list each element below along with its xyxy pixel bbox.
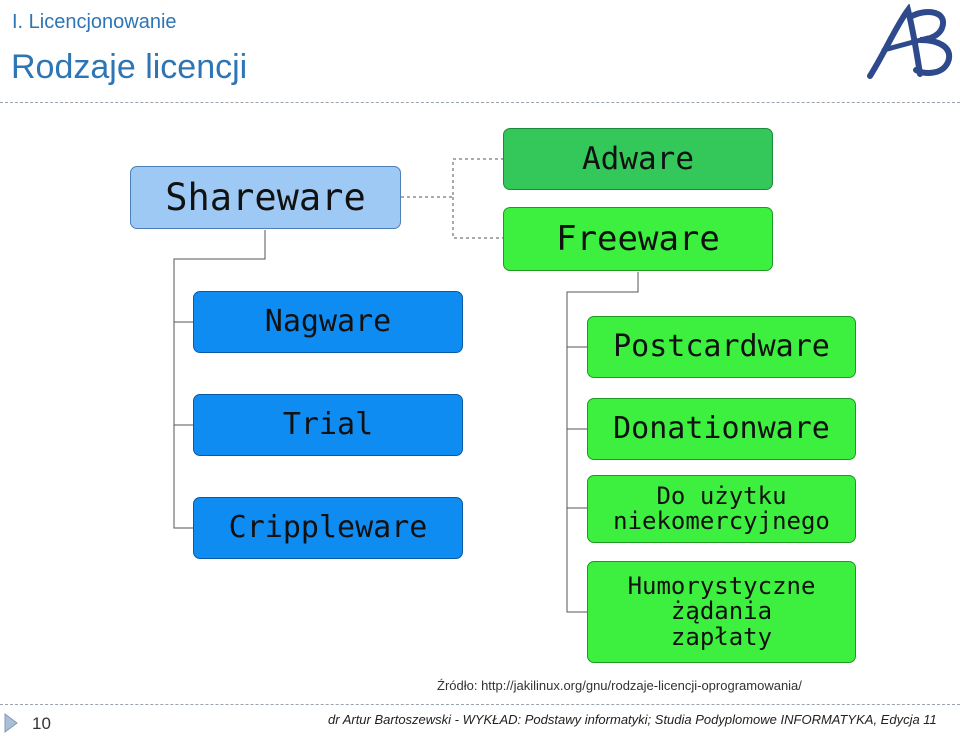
- non-commercial-box: Do użytku niekomercyjnego: [587, 475, 856, 543]
- section-label: I. Licencjonowanie: [12, 11, 177, 33]
- freeware-box: Freeware: [503, 207, 773, 271]
- shareware-box: Shareware: [130, 166, 401, 229]
- page-number: 10: [32, 714, 51, 733]
- adware-box: Adware: [503, 128, 773, 190]
- trial-box: Trial: [193, 394, 463, 456]
- nagware-box: Nagware: [193, 291, 463, 353]
- donationware-box: Donationware: [587, 398, 856, 460]
- footer-divider: [0, 704, 960, 705]
- postcardware-box: Postcardware: [587, 316, 856, 378]
- humorous-payment-box: Humorystyczne żądania zapłaty: [587, 561, 856, 663]
- header-divider: [0, 102, 960, 103]
- source-citation: Źródło: http://jakilinux.org/gnu/rodzaje…: [437, 678, 802, 693]
- slide-arrow-icon: [4, 713, 18, 733]
- crippleware-box: Crippleware: [193, 497, 463, 559]
- footer-credit: dr Artur Bartoszewski - WYKŁAD: Podstawy…: [328, 712, 937, 727]
- ab-monogram-logo: [867, 4, 953, 79]
- slide-title: Rodzaje licencji: [11, 48, 248, 86]
